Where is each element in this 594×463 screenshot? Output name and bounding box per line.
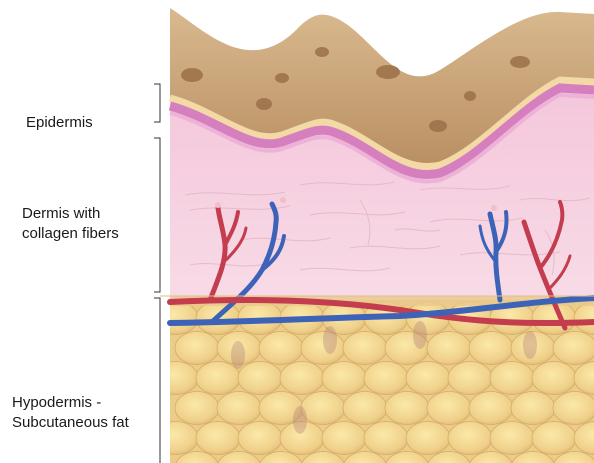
dermis-label-line-1: Dermis with	[22, 204, 119, 224]
fat-cell	[175, 392, 219, 425]
fat-cell	[343, 392, 387, 425]
fat-cell	[322, 422, 366, 455]
fat-cell	[406, 362, 450, 395]
fat-cell	[448, 362, 492, 395]
fat-shadow	[523, 331, 537, 359]
fat-cell	[175, 332, 219, 365]
fat-cell	[322, 362, 366, 395]
fat-cell	[490, 362, 534, 395]
fat-cell	[448, 422, 492, 455]
dermis-label-line-2: collagen fibers	[22, 224, 119, 244]
epidermis-label: Epidermis	[26, 113, 93, 133]
fat-cell	[553, 332, 594, 365]
fat-cell	[217, 392, 261, 425]
fat-cell	[154, 422, 198, 455]
fat-cell	[427, 332, 471, 365]
fat-cell	[238, 362, 282, 395]
dermis-bracket	[154, 138, 160, 292]
fat-shadow	[413, 321, 427, 349]
fat-cell	[259, 332, 303, 365]
fat-shadow	[293, 406, 307, 434]
fat-cell	[469, 392, 513, 425]
dermis-label: Dermis with collagen fibers	[22, 204, 119, 244]
hypodermis-label-line-1: Hypodermis -	[12, 393, 129, 413]
hypodermis-label-line-2: Subcutaneous fat	[12, 413, 129, 433]
fat-cell	[427, 392, 471, 425]
fat-cell	[385, 392, 429, 425]
fat-cell	[553, 392, 594, 425]
epidermis-label-text: Epidermis	[26, 113, 93, 133]
hypodermis-bracket	[154, 298, 160, 463]
fat-cell	[511, 392, 555, 425]
hypodermis-label: Hypodermis - Subcutaneous fat	[12, 393, 129, 433]
fat-cell	[301, 332, 345, 365]
fat-cell	[301, 392, 345, 425]
fat-cell	[364, 422, 408, 455]
fat-cell	[406, 422, 450, 455]
fat-cell	[196, 422, 240, 455]
epidermis-bracket	[154, 84, 160, 122]
fat-cell	[469, 332, 513, 365]
fat-cell	[364, 362, 408, 395]
fat-cell	[343, 332, 387, 365]
fat-cell	[532, 362, 576, 395]
fat-cell	[154, 362, 198, 395]
fat-cell	[532, 422, 576, 455]
fat-shadow	[231, 341, 245, 369]
fat-cell	[490, 422, 534, 455]
fat-cell	[196, 362, 240, 395]
fat-shadow	[323, 326, 337, 354]
fat-cell	[238, 422, 282, 455]
fat-cell	[280, 362, 324, 395]
fat-cell	[154, 302, 198, 335]
